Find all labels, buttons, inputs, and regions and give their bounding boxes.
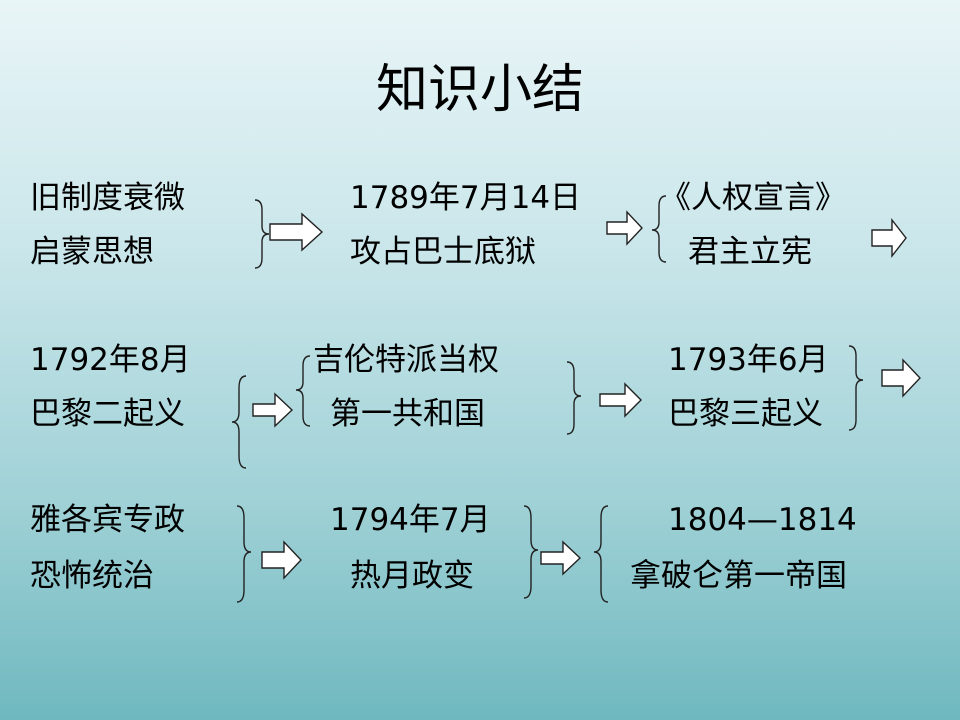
cause-old-regime: 旧制度衰微 xyxy=(30,180,185,216)
result-first-republic: 第一共和国 xyxy=(330,396,485,432)
brace-icon xyxy=(523,505,539,599)
hollow-right-arrow-icon xyxy=(599,382,642,418)
brace-icon xyxy=(254,199,270,269)
brace-icon xyxy=(231,375,247,469)
result-constitutional-monarchy: 君主立宪 xyxy=(688,234,812,270)
date-1793: 1793年6月 xyxy=(668,342,829,378)
period-1804-1814: 1804—1814 xyxy=(668,502,857,538)
date-1789: 1789年7月14日 xyxy=(350,180,582,216)
hollow-right-arrow-icon xyxy=(252,392,294,428)
regime-terror: 恐怖统治 xyxy=(30,558,154,594)
hollow-right-arrow-icon xyxy=(269,212,324,252)
hollow-right-arrow-icon xyxy=(871,217,907,259)
brace-icon xyxy=(651,195,667,263)
event-second-uprising: 巴黎二起义 xyxy=(30,396,185,432)
brace-icon xyxy=(848,345,864,431)
hollow-right-arrow-icon xyxy=(261,540,302,580)
result-rights-declaration: 《人权宣言》 xyxy=(660,180,846,216)
regime-jacobin: 雅各宾专政 xyxy=(30,502,185,538)
result-girondins: 吉伦特派当权 xyxy=(313,342,499,378)
event-thermidor: 热月政变 xyxy=(350,558,474,594)
napoleon-first-empire: 拿破仑第一帝国 xyxy=(630,558,847,594)
cause-enlightenment: 启蒙思想 xyxy=(30,234,154,270)
page-title: 知识小结 xyxy=(375,60,584,120)
date-1794: 1794年7月 xyxy=(330,502,491,538)
brace-icon xyxy=(566,361,582,435)
hollow-right-arrow-icon xyxy=(881,358,921,398)
date-1792: 1792年8月 xyxy=(30,342,191,378)
hollow-right-arrow-icon xyxy=(540,540,582,576)
event-third-uprising: 巴黎三起义 xyxy=(668,396,823,432)
event-storming-bastille: 攻占巴士底狱 xyxy=(350,234,536,270)
hollow-right-arrow-icon xyxy=(606,210,643,246)
brace-icon xyxy=(236,505,252,603)
brace-icon xyxy=(295,355,311,427)
brace-icon xyxy=(593,505,609,603)
